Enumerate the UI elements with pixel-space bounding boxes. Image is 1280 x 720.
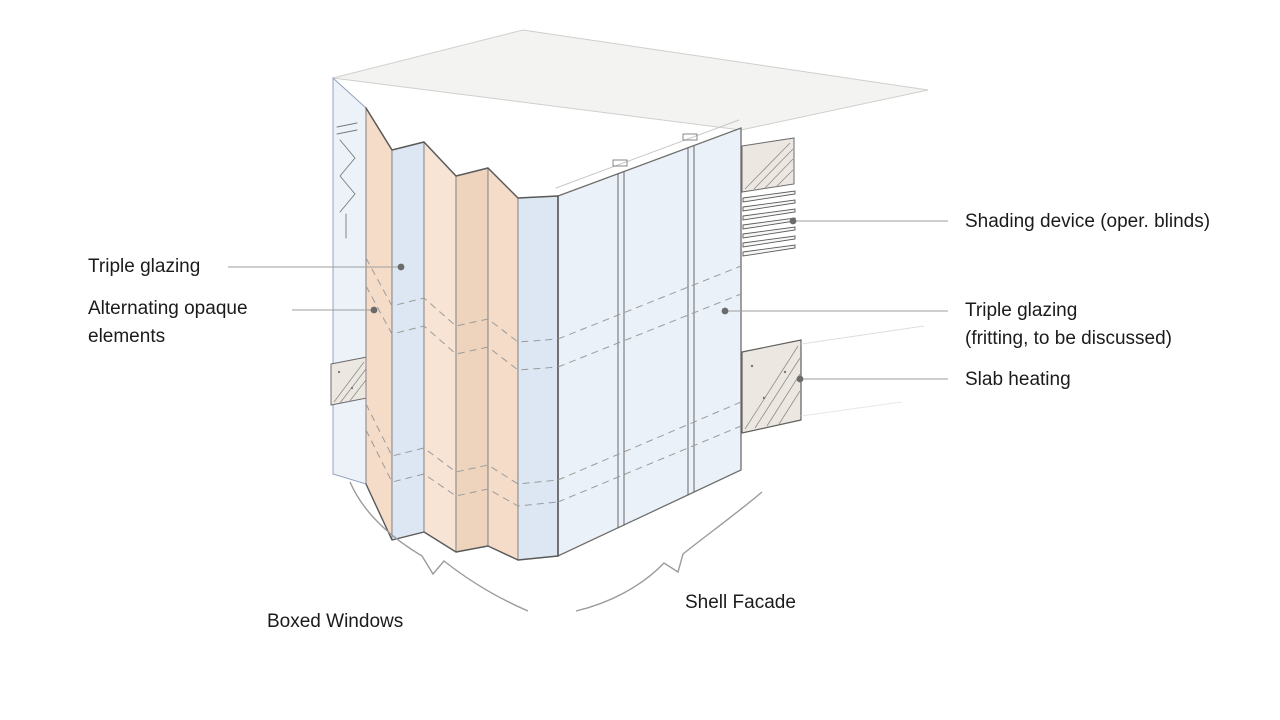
- label-triple-glazing-left: Triple glazing: [88, 256, 201, 277]
- pleat-bottom-edge: [365, 483, 559, 561]
- leader-dot: [721, 307, 729, 315]
- roof-polygon: [332, 29, 929, 131]
- pleat-top-edge: [365, 107, 559, 199]
- leader-dot: [796, 375, 804, 383]
- shading-device-blinds-sketch: [742, 190, 796, 257]
- label-triple-glazing-right-line1: Triple glazing: [965, 300, 1078, 321]
- shell-facade-face: [557, 127, 742, 558]
- label-triple-glazing-right-line2: (fritting, to be discussed): [965, 328, 1172, 349]
- boxed-windows-brace: [349, 481, 529, 612]
- dimension-braces: [349, 481, 763, 612]
- sill-detail-block: [330, 356, 368, 406]
- slab-heating-block: [741, 325, 925, 434]
- label-boxed-windows: Boxed Windows: [267, 611, 404, 632]
- leader-dot: [789, 217, 797, 225]
- leader-dot: [397, 263, 405, 271]
- label-slab-heating: Slab heating: [965, 369, 1071, 390]
- label-triple-glazing-right: Triple glazing (fritting, to be discusse…: [965, 297, 1172, 353]
- label-alternating-opaque-elements: Alternating opaque elements: [88, 298, 248, 347]
- shell-glass-pane: [557, 127, 742, 558]
- shell-floor-dashed-lines: [557, 265, 742, 503]
- mullions: [612, 133, 698, 529]
- label-shell-facade: Shell Facade: [685, 592, 796, 613]
- lintel-block: [741, 137, 795, 193]
- glass-pane: [332, 76, 367, 485]
- leader-dot: [370, 306, 378, 314]
- pleat-floor-dashed-lines: [365, 257, 559, 507]
- leader-lines: [228, 217, 948, 383]
- pleat-strip-opaque: [455, 167, 489, 553]
- pleat-strip-opaque: [487, 166, 519, 561]
- parapet-line: [555, 119, 740, 189]
- shell-facade-brace: [575, 491, 763, 612]
- label-shading-device: Shading device (oper. blinds): [965, 211, 1211, 232]
- left-glass-panel: [330, 76, 368, 485]
- pleated-facade: [365, 106, 559, 561]
- pleat-strip-opaque: [423, 140, 457, 553]
- window-detail-sketch: [336, 122, 358, 239]
- pleat-strip-glazing: [517, 195, 559, 561]
- roof-face: [332, 29, 929, 189]
